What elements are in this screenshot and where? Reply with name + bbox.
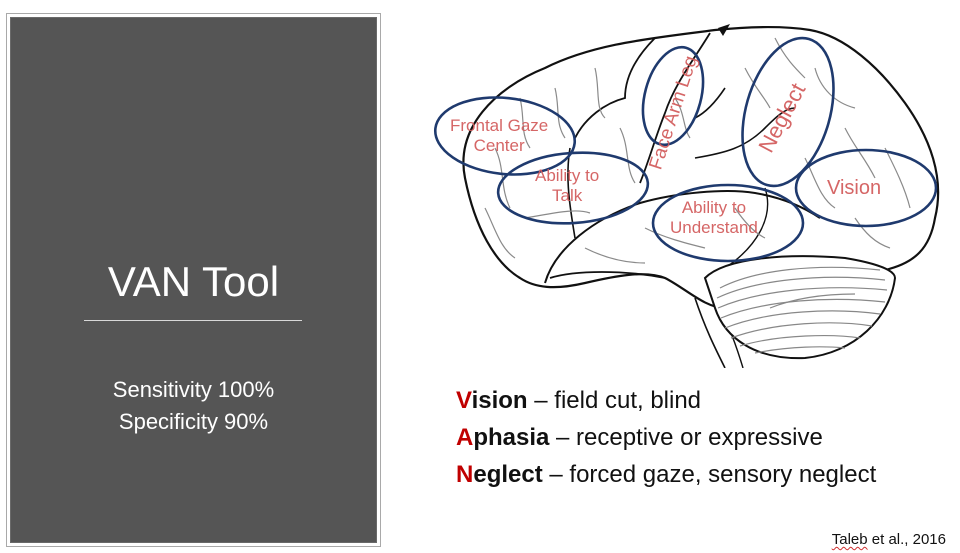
citation: Taleb et al., 2016 xyxy=(832,531,946,548)
sensitivity-stat: Sensitivity 100% xyxy=(112,377,275,402)
specificity-stat: Specificity 90% xyxy=(118,409,269,434)
van-tool-panel: VAN Tool Sensitivity 100% Specificity 90… xyxy=(10,17,377,543)
van-mnemonic-list: Vision – field cut, blind Aphasia – rece… xyxy=(456,382,876,493)
region-label-ability-to-talk: Ability to Talk xyxy=(535,166,600,205)
van-item-neglect: Neglect – forced gaze, sensory neglect xyxy=(456,461,877,488)
panel-stats: Sensitivity 100% Specificity 90% xyxy=(11,374,376,438)
title-divider xyxy=(84,320,302,321)
region-label-vision: Vision xyxy=(827,177,882,199)
brain-illustration xyxy=(433,24,940,369)
region-label-frontal-gaze-center: Frontal Gaze Center xyxy=(450,116,549,155)
brain-diagram: Frontal Gaze Center Ability to Talk Face… xyxy=(425,8,960,369)
panel-title: VAN Tool xyxy=(107,258,280,305)
van-item-vision: Vision – field cut, blind xyxy=(456,387,702,414)
citation-rest: et al., 2016 xyxy=(867,531,946,548)
region-label-ability-to-understand: Ability to Understand xyxy=(670,198,758,237)
van-item-aphasia: Aphasia – receptive or expressive xyxy=(456,424,823,451)
citation-author: Taleb xyxy=(831,531,868,548)
